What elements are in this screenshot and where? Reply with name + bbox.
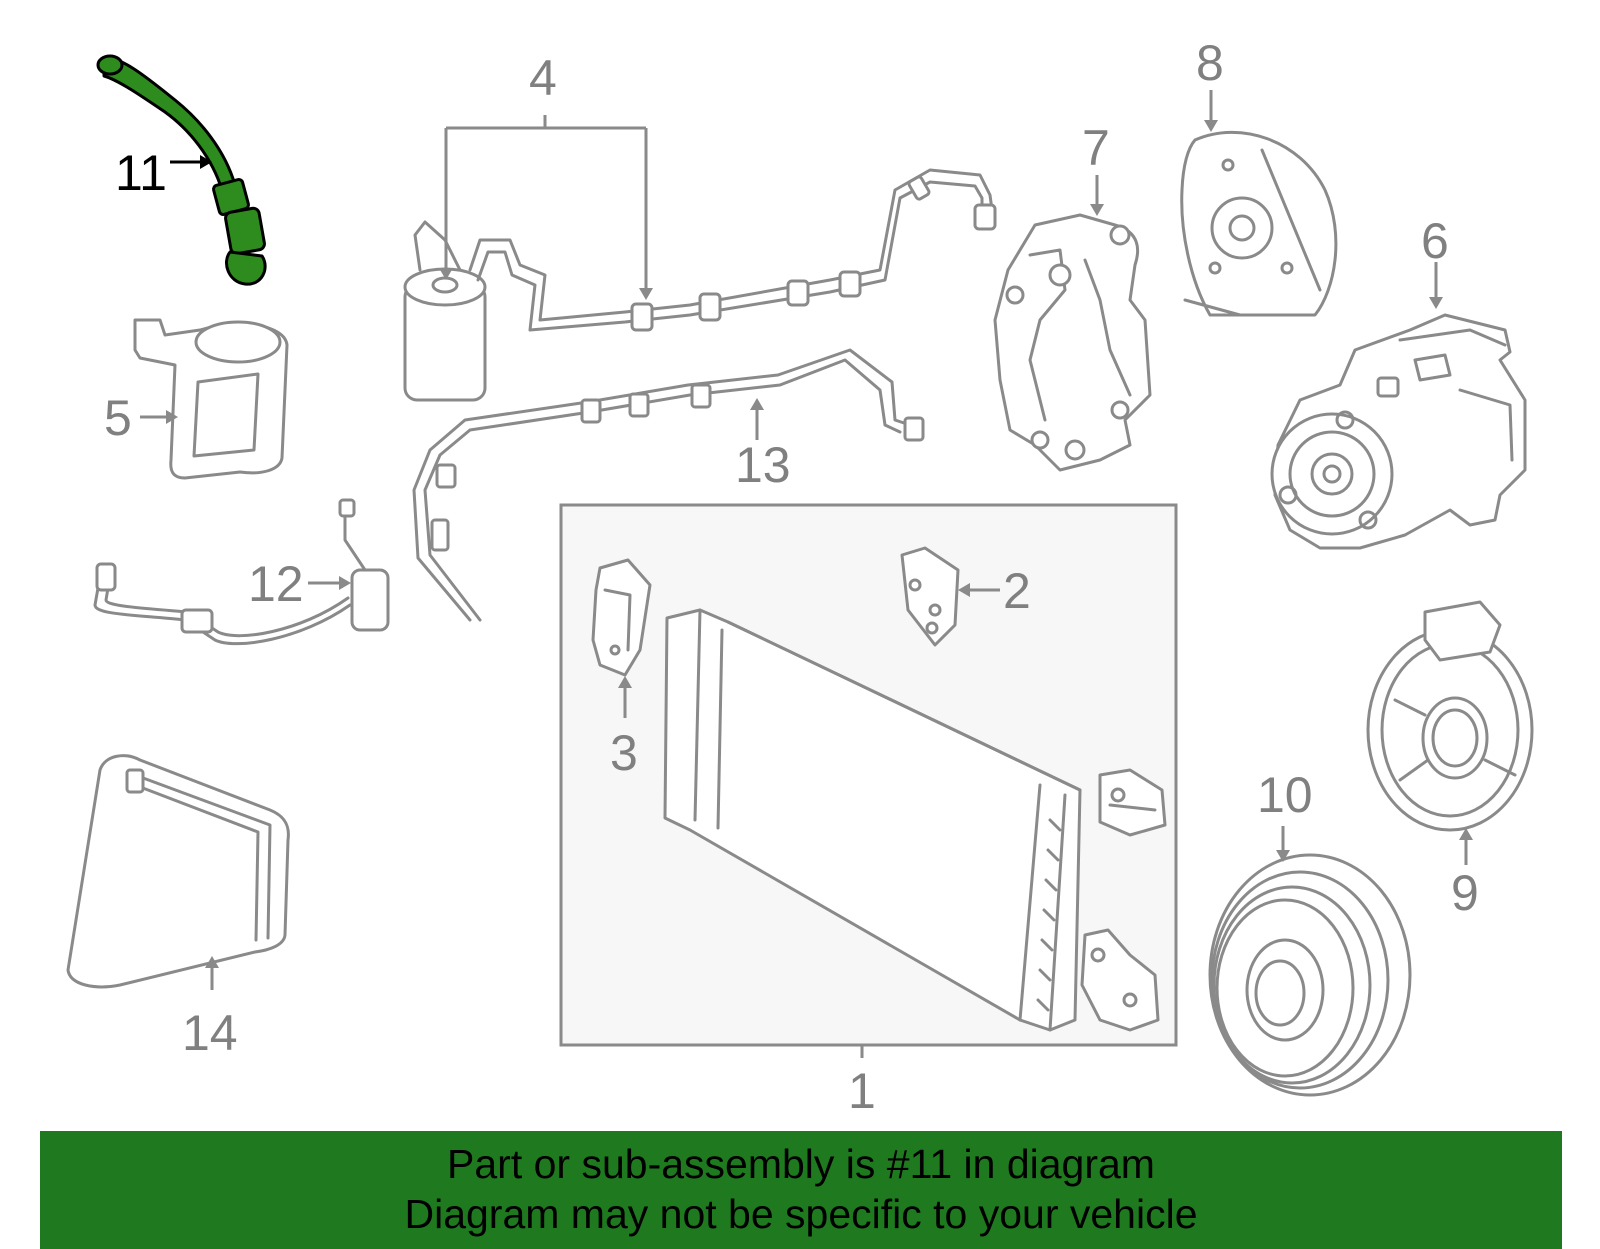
banner-text: Part or sub-assembly is #11 in diagram D… bbox=[40, 1139, 1562, 1239]
part-11-hose[interactable] bbox=[96, 54, 267, 286]
leader-8 bbox=[1204, 90, 1218, 132]
part-2-bracket[interactable] bbox=[900, 546, 960, 647]
part-7-bracket[interactable] bbox=[993, 213, 1152, 472]
part-4-receiver-drier[interactable] bbox=[403, 168, 997, 402]
leader-3 bbox=[618, 676, 632, 718]
callout-9[interactable]: 9 bbox=[1451, 865, 1479, 921]
info-banner: Part or sub-assembly is #11 in diagram D… bbox=[40, 1131, 1562, 1249]
part-14-evaporator[interactable] bbox=[66, 754, 290, 989]
part-1-condenser[interactable] bbox=[663, 608, 1082, 1032]
callout-10[interactable]: 10 bbox=[1257, 767, 1313, 823]
part-3-bracket[interactable] bbox=[591, 558, 652, 677]
callout-4[interactable]: 4 bbox=[529, 50, 557, 106]
banner-line-1: Part or sub-assembly is #11 in diagram bbox=[447, 1141, 1155, 1187]
callout-7[interactable]: 7 bbox=[1082, 120, 1110, 176]
callout-13[interactable]: 13 bbox=[735, 437, 791, 493]
callout-6[interactable]: 6 bbox=[1421, 213, 1449, 269]
leader-6 bbox=[1429, 262, 1443, 309]
leader-12 bbox=[308, 576, 351, 590]
leader-9 bbox=[1459, 828, 1473, 865]
leader-5 bbox=[140, 410, 178, 424]
callout-2[interactable]: 2 bbox=[1003, 563, 1031, 619]
part-8-clutch-plate[interactable] bbox=[1180, 130, 1338, 317]
banner-line-2: Diagram may not be specific to your vehi… bbox=[404, 1191, 1198, 1237]
callout-1[interactable]: 1 bbox=[848, 1063, 876, 1119]
callout-5[interactable]: 5 bbox=[104, 390, 132, 446]
part-1-bracket-right-upper[interactable] bbox=[1098, 768, 1167, 837]
leader-4 bbox=[439, 115, 653, 300]
leader-14 bbox=[205, 956, 219, 990]
callout-12[interactable]: 12 bbox=[248, 556, 304, 612]
callout-3[interactable]: 3 bbox=[610, 725, 638, 781]
part-12-hose[interactable] bbox=[93, 498, 390, 646]
callout-14[interactable]: 14 bbox=[182, 1005, 238, 1061]
leader-2 bbox=[958, 583, 1000, 597]
part-5-bracket[interactable] bbox=[133, 318, 289, 480]
callout-11[interactable]: 11 bbox=[115, 145, 167, 201]
leader-11 bbox=[170, 155, 212, 169]
leader-7 bbox=[1090, 175, 1104, 216]
part-1-bracket-right-lower[interactable] bbox=[1080, 928, 1160, 1032]
part-6-compressor[interactable] bbox=[1270, 313, 1527, 550]
part-10-pulley[interactable] bbox=[1208, 853, 1412, 1097]
callout-8[interactable]: 8 bbox=[1196, 35, 1224, 91]
leader-13 bbox=[750, 398, 764, 440]
part-9-clutch-coil[interactable] bbox=[1366, 600, 1534, 832]
part-13-line[interactable] bbox=[412, 348, 925, 622]
leader-10 bbox=[1276, 826, 1290, 862]
